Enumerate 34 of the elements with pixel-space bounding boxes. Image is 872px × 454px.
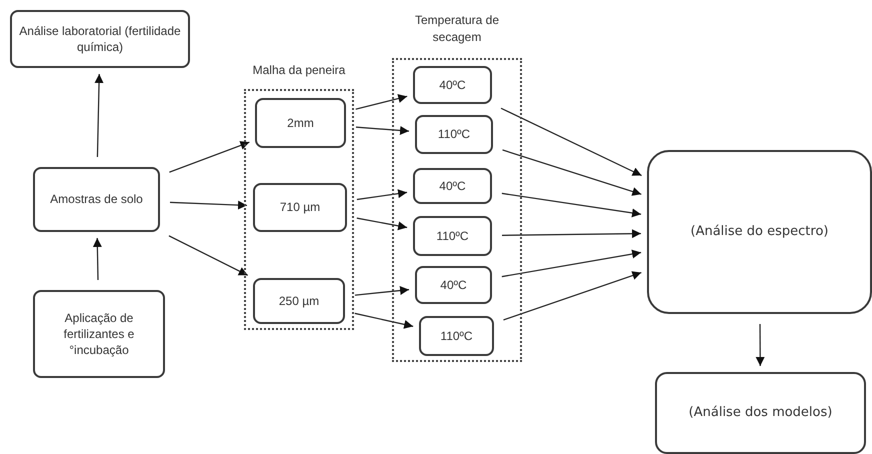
arrow xyxy=(92,238,102,280)
process-box: 110ºC xyxy=(413,216,492,256)
process-box: 40ºC xyxy=(413,66,492,104)
process-box: 110ºC xyxy=(415,115,493,154)
arrow xyxy=(170,200,248,210)
process-box: 2mm xyxy=(255,98,346,148)
process-box: (Análise do espectro) xyxy=(647,150,872,314)
arrow xyxy=(502,192,642,218)
arrow xyxy=(354,286,410,296)
process-box: (Análise dos modelos) xyxy=(655,372,866,454)
group-heading: Temperatura de secagem xyxy=(414,13,500,44)
arrow xyxy=(503,271,642,320)
arrow xyxy=(500,108,642,176)
process-box: 40ºC xyxy=(415,266,492,304)
arrow xyxy=(169,141,250,173)
process-box: 110ºC xyxy=(419,316,494,356)
arrow xyxy=(168,235,248,276)
arrow xyxy=(756,324,765,366)
process-box: Análise laboratorial (fertilidade química) xyxy=(10,10,190,68)
arrow xyxy=(502,250,642,278)
arrow xyxy=(354,312,414,329)
process-box: 40ºC xyxy=(413,168,492,204)
arrow xyxy=(356,189,408,200)
arrow xyxy=(94,74,104,158)
process-box: 710 µm xyxy=(253,183,347,232)
process-box: Amostras de solo xyxy=(33,167,160,232)
arrow xyxy=(356,126,410,135)
process-box: 250 µm xyxy=(253,278,345,324)
arrow xyxy=(502,229,641,238)
arrow xyxy=(356,218,408,230)
arrow xyxy=(502,149,642,196)
group-heading: Malha da peneira xyxy=(252,63,346,77)
process-box: Aplicação de fertilizantes e °incubação xyxy=(33,290,165,378)
arrow xyxy=(356,94,408,110)
